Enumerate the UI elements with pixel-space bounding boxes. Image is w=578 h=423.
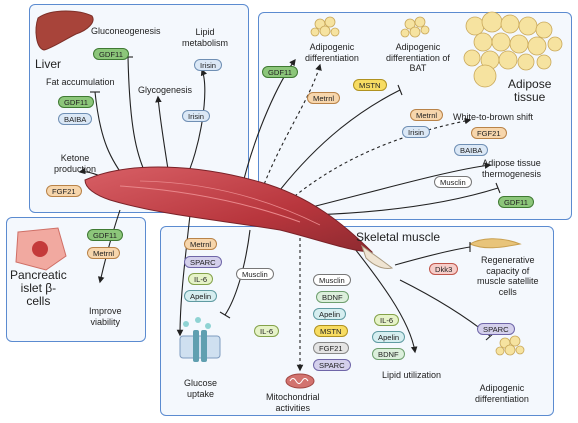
metrnl-pill-adipose-b: Metrnl: [410, 109, 444, 121]
arrow-bat: [279, 89, 401, 191]
gdf11-pill-pancreas: GDF11: [87, 229, 123, 241]
arrow-adipogenic: [239, 58, 296, 196]
sparc-pill-muscle-b: SPARC: [313, 359, 351, 371]
arrow-gluconeogenesis: [127, 56, 151, 186]
sparc-pill-muscle-c: SPARC: [477, 323, 515, 335]
glycogenesis-label: Glycogenesis: [138, 85, 193, 95]
metrnl-pill-muscle: Metrnl: [184, 238, 218, 250]
skeletal-muscle-icon: [84, 166, 394, 269]
lipid-metabolism-label: Lipid metabolism: [182, 27, 229, 48]
liver-icon: [35, 10, 94, 51]
fgf21-pill-adipose: FGF21: [471, 127, 507, 139]
glucose-uptake-label: Glucose uptake: [184, 378, 218, 399]
adipose-tissue-title: Adipose tissue: [508, 77, 552, 104]
arrow-glucose: [176, 214, 191, 337]
white-to-brown-label: White-to-brown shift: [453, 112, 534, 122]
arrow-thermogenesis: [299, 162, 492, 211]
glucose-transporter-icon: [179, 317, 221, 362]
sparc-pill-muscle-a: SPARC: [184, 256, 222, 268]
baiba-pill-adipose: BAIBA: [454, 144, 489, 156]
mstn-pill-adipose: MSTN: [353, 79, 387, 91]
gdf11-pill-liver-b: GDF11: [58, 96, 94, 108]
adipocyte-cluster-icons: [310, 11, 563, 356]
irisin-pill-liver-a: Irisin: [194, 59, 223, 71]
fat-accumulation-label: Fat accumulation: [46, 77, 115, 87]
il6-pill-muscle-c: IL-6: [374, 314, 400, 326]
liver-title: Liver: [35, 57, 62, 71]
bdnf-pill-muscle-b: BDNF: [372, 348, 405, 360]
apelin-pill-muscle-a: Apelin: [184, 290, 218, 302]
musclin-pill-muscle-a: Musclin: [236, 268, 274, 280]
arrow-pancreas: [97, 209, 121, 284]
metrnl-pill-pancreas: Metrnl: [87, 247, 121, 259]
apelin-pill-muscle-b: Apelin: [313, 308, 347, 320]
arrow-thermo-inhibit: [309, 187, 499, 216]
gdf11-pill-adipose-b: GDF11: [498, 196, 534, 208]
skeletal-muscle-panel: [160, 226, 554, 416]
metrnl-pill-adipose: Metrnl: [307, 92, 341, 104]
mitochondrion-icon: [285, 373, 315, 389]
gdf11-pill-adipose: GDF11: [262, 66, 298, 78]
mitochondrial-activities-label: Mitochondrial activities: [266, 392, 320, 413]
bdnf-pill-muscle-a: BDNF: [316, 291, 349, 303]
fgf21-pill-liver: FGF21: [46, 185, 82, 197]
adipogenic-bat-label: Adipogenic differentiation of BAT: [386, 42, 450, 73]
adipogenic-differentiation-label: Adipogenic differentiation: [305, 42, 359, 63]
thermogenesis-label: Adipose tissue thermogenesis: [482, 158, 542, 179]
ketone-production-label: Ketone production: [54, 153, 97, 174]
fgf21-pill-muscle: FGF21: [313, 342, 349, 354]
arrow-glucose-inhibit: [224, 229, 251, 316]
regenerative-capacity-label: Regenerative capacity of muscle satellit…: [477, 255, 539, 297]
baiba-pill-liver: BAIBA: [58, 113, 93, 125]
adipogenic-differentiation-muscle-label: Adipogenic differentiation: [475, 383, 529, 404]
arrow-dashed-adipogenic: [259, 63, 322, 196]
islet-cell-icon: [15, 227, 67, 271]
mstn-pill-muscle: MSTN: [314, 325, 348, 337]
arrow-regen: [394, 246, 471, 266]
lipid-utilization-label: Lipid utilization: [382, 370, 442, 380]
musclin-pill-adipose: Musclin: [434, 176, 472, 188]
pancreatic-islet-title: Pancreatic islet β- cells: [10, 268, 67, 308]
irisin-pill-adipose: Irisin: [402, 126, 431, 138]
improve-viability-label: Improve viability: [89, 306, 122, 327]
musclin-pill-muscle-b: Musclin: [313, 274, 351, 286]
gluconeogenesis-label: Gluconeogenesis: [91, 26, 161, 36]
irisin-pill-liver-b: Irisin: [182, 110, 211, 122]
satellite-cell-icon: [468, 238, 522, 249]
il6-pill-muscle-b: IL-6: [254, 325, 280, 337]
gdf11-pill-liver-a: GDF11: [93, 48, 129, 60]
apelin-pill-muscle-c: Apelin: [372, 331, 406, 343]
arrow-white-brown: [289, 117, 472, 201]
skeletal-muscle-title: Skeletal muscle: [356, 230, 441, 244]
dkk3-pill: Dkk3: [429, 263, 459, 275]
il6-pill-muscle-a: IL-6: [188, 273, 214, 285]
